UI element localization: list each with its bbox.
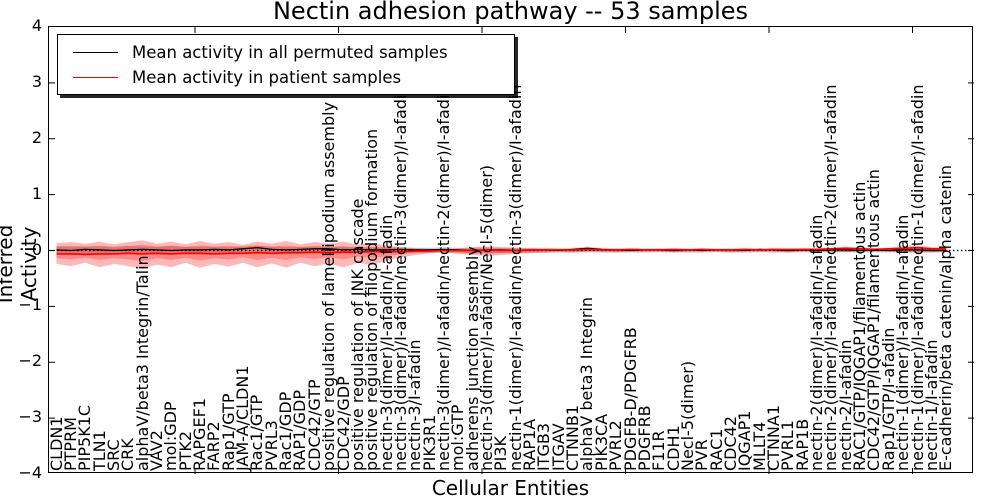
y-tick-label: −2: [18, 351, 42, 371]
y-tick-label: 4: [31, 16, 42, 35]
legend-line-black: [73, 51, 118, 53]
y-tick-label: 2: [31, 127, 42, 147]
legend-line-red: [73, 76, 118, 78]
y-tick-label: 3: [31, 71, 42, 91]
patient-samples-band-inner: [56, 244, 947, 262]
chart-title: Nectin adhesion pathway -- 53 samples: [272, 0, 749, 25]
y-axis-label: Inferred Activity: [0, 224, 41, 304]
y-tick-label: 1: [31, 183, 42, 203]
legend-label: Mean activity in all permuted samples: [132, 42, 448, 62]
y-tick-label: −4: [18, 463, 42, 482]
y-tick-label: −1: [18, 295, 42, 315]
patient-mean-line: [56, 246, 947, 256]
legend-item-permuted: Mean activity in all permuted samples: [73, 43, 514, 62]
patient-samples-band-outer: [56, 240, 947, 269]
plot-area: [48, 26, 974, 474]
chart-canvas: [49, 27, 974, 474]
y-tick-label: −3: [18, 407, 42, 427]
legend: Mean activity in all permuted samples Me…: [57, 34, 515, 95]
y-tick-label: 0: [31, 239, 42, 259]
legend-label: Mean activity in patient samples: [132, 67, 402, 87]
x-axis-label: Cellular Entities: [431, 476, 590, 500]
legend-item-patient: Mean activity in patient samples: [73, 68, 514, 87]
